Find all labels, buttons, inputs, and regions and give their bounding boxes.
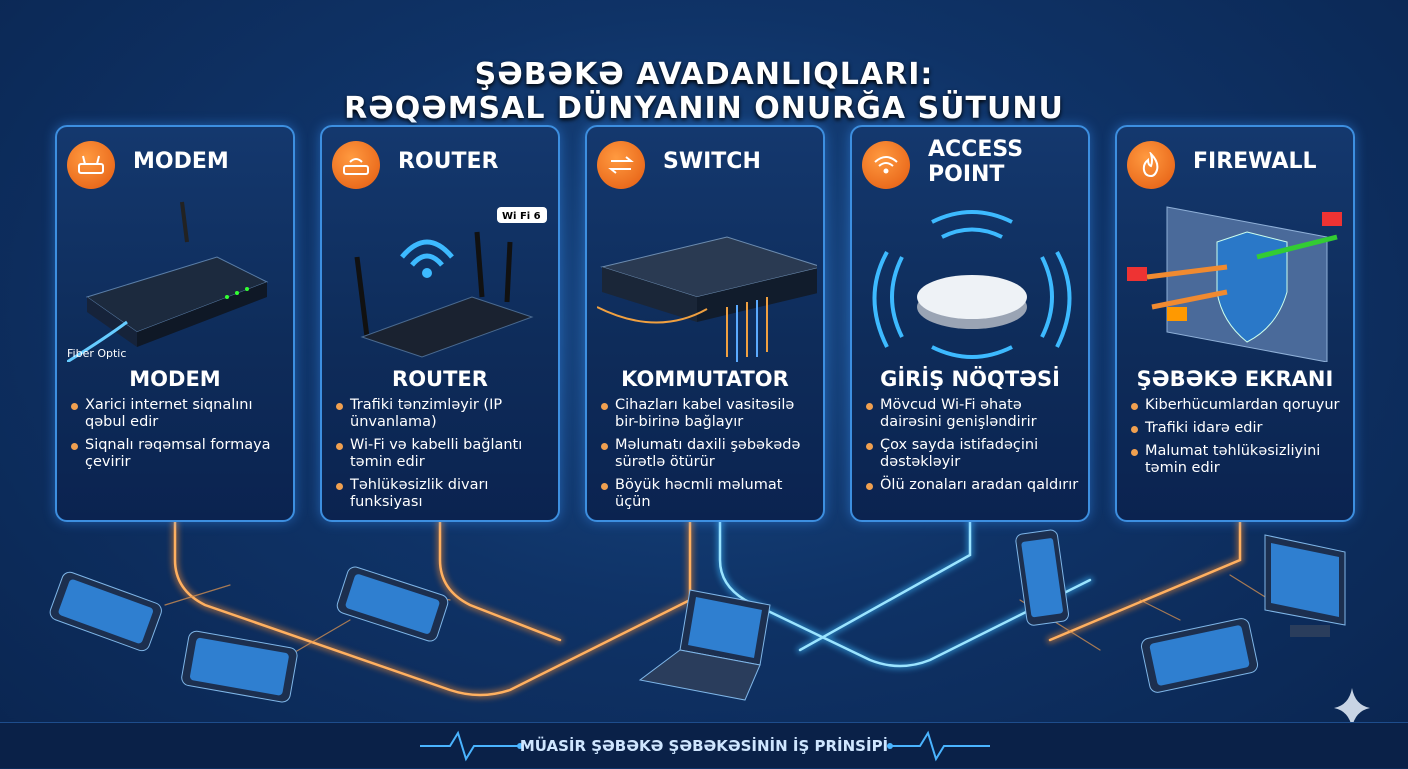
list-item: Wi-Fi və kabelli bağlantı təmin edir bbox=[334, 437, 552, 471]
access-point-illustration bbox=[872, 210, 1072, 359]
device-tablet bbox=[181, 630, 298, 703]
list-item: Cihazları kabel vasitəsilə bir-birinə ba… bbox=[599, 397, 817, 431]
sparkle-icon bbox=[1334, 688, 1370, 728]
pulse-line-icon bbox=[420, 730, 990, 762]
router-icon bbox=[67, 141, 115, 189]
page-title: ŞƏBƏKƏ AVADANLIQLARI: RƏQƏMSAL DÜNYANIN … bbox=[0, 58, 1408, 126]
device-phone bbox=[336, 566, 449, 642]
footer-label: MÜASİR ŞƏBƏKƏ ŞƏBƏKƏSİNİN İŞ PRİNSİPİ bbox=[519, 737, 889, 755]
card-access-point: ACCESS POINT GİRİŞ NÖQTƏSİ Mövcud Wi-Fi … bbox=[850, 125, 1090, 522]
bullet-list: Trafiki tənzimləyir (IP ünvanlama) Wi-Fi … bbox=[334, 397, 552, 517]
footer-banner: MÜASİR ŞƏBƏKƏ ŞƏBƏKƏSİNİN İŞ PRİNSİPİ bbox=[0, 722, 1408, 768]
card-title: ROUTER bbox=[398, 149, 499, 174]
list-item: Ölü zonaları aradan qaldırır bbox=[864, 477, 1082, 494]
list-item: Böyük həcmli məlumat üçün bbox=[599, 477, 817, 511]
device-monitor bbox=[1264, 534, 1346, 637]
card-router: ROUTER Wi Fi 6 ROUTER Trafiki tənzimləyi… bbox=[320, 125, 560, 522]
firewall-illustration bbox=[1127, 206, 1342, 362]
list-item: Xarici internet siqnalını qəbul edir bbox=[69, 397, 287, 431]
card-subtitle: KOMMUTATOR bbox=[621, 367, 789, 391]
list-item: Kiberhücumlardan qoruyur bbox=[1129, 397, 1347, 414]
title-line-2: RƏQƏMSAL DÜNYANIN ONURĞA SÜTUNU bbox=[344, 91, 1064, 126]
card-subtitle: ŞƏBƏKƏ EKRANI bbox=[1136, 367, 1334, 391]
card-title: ACCESS POINT bbox=[928, 137, 1024, 187]
router-illustration: Wi Fi 6 bbox=[354, 207, 547, 358]
list-item: Çox sayda istifadəçini dəstəkləyir bbox=[864, 437, 1082, 471]
list-item: Mövcud Wi-Fi əhatə dairəsini genişləndir… bbox=[864, 397, 1082, 431]
wifi6-badge: Wi Fi 6 bbox=[502, 211, 541, 222]
list-item: Siqnalı rəqəmsal formaya çevirir bbox=[69, 437, 287, 471]
card-modem: MODEM Fiber Optic MODEM Xarici internet … bbox=[55, 125, 295, 522]
card-title: FIREWALL bbox=[1193, 149, 1317, 174]
card-switch: SWITCH KOMMUTATOR Cihazları kabel vasitə… bbox=[585, 125, 825, 522]
card-firewall: FIREWALL ŞƏBƏKƏ EKRANI Kiberhücumlardan … bbox=[1115, 125, 1355, 522]
list-item: Təhlükəsizlik divarı funksiyası bbox=[334, 477, 552, 511]
title-line-1: ŞƏBƏKƏ AVADANLIQLARI: bbox=[474, 57, 934, 92]
bullet-list: Cihazları kabel vasitəsilə bir-birinə ba… bbox=[599, 397, 817, 517]
list-item: Trafiki idarə edir bbox=[1129, 420, 1347, 437]
switch-illustration bbox=[597, 236, 817, 362]
blue-cable bbox=[718, 520, 1092, 668]
modem-illustration: Fiber Optic bbox=[67, 201, 269, 362]
card-title: MODEM bbox=[133, 149, 229, 174]
orange-cable bbox=[173, 520, 1242, 697]
list-item: Məlumatı daxili şəbəkədə sürətlə ötürür bbox=[599, 437, 817, 471]
card-title: SWITCH bbox=[663, 149, 761, 174]
card-subtitle: GİRİŞ NÖQTƏSİ bbox=[880, 367, 1060, 391]
device-laptop bbox=[638, 589, 771, 701]
svg-text:Fiber Optic: Fiber Optic bbox=[67, 347, 126, 360]
card-subtitle: MODEM bbox=[129, 367, 221, 391]
list-item: Trafiki tənzimləyir (IP ünvanlama) bbox=[334, 397, 552, 431]
card-subtitle: ROUTER bbox=[392, 367, 488, 391]
wifi-icon bbox=[862, 141, 910, 189]
flame-icon bbox=[1127, 141, 1175, 189]
device-tablet bbox=[1140, 618, 1259, 693]
bullet-list: Mövcud Wi-Fi əhatə dairəsini genişləndir… bbox=[864, 397, 1082, 500]
router-wifi-icon bbox=[332, 141, 380, 189]
device-phone-vertical bbox=[1015, 529, 1069, 626]
device-phone bbox=[49, 571, 162, 652]
arrows-exchange-icon bbox=[597, 141, 645, 189]
list-item: Malumat təhlükəsizliyini təmin edir bbox=[1129, 443, 1347, 477]
